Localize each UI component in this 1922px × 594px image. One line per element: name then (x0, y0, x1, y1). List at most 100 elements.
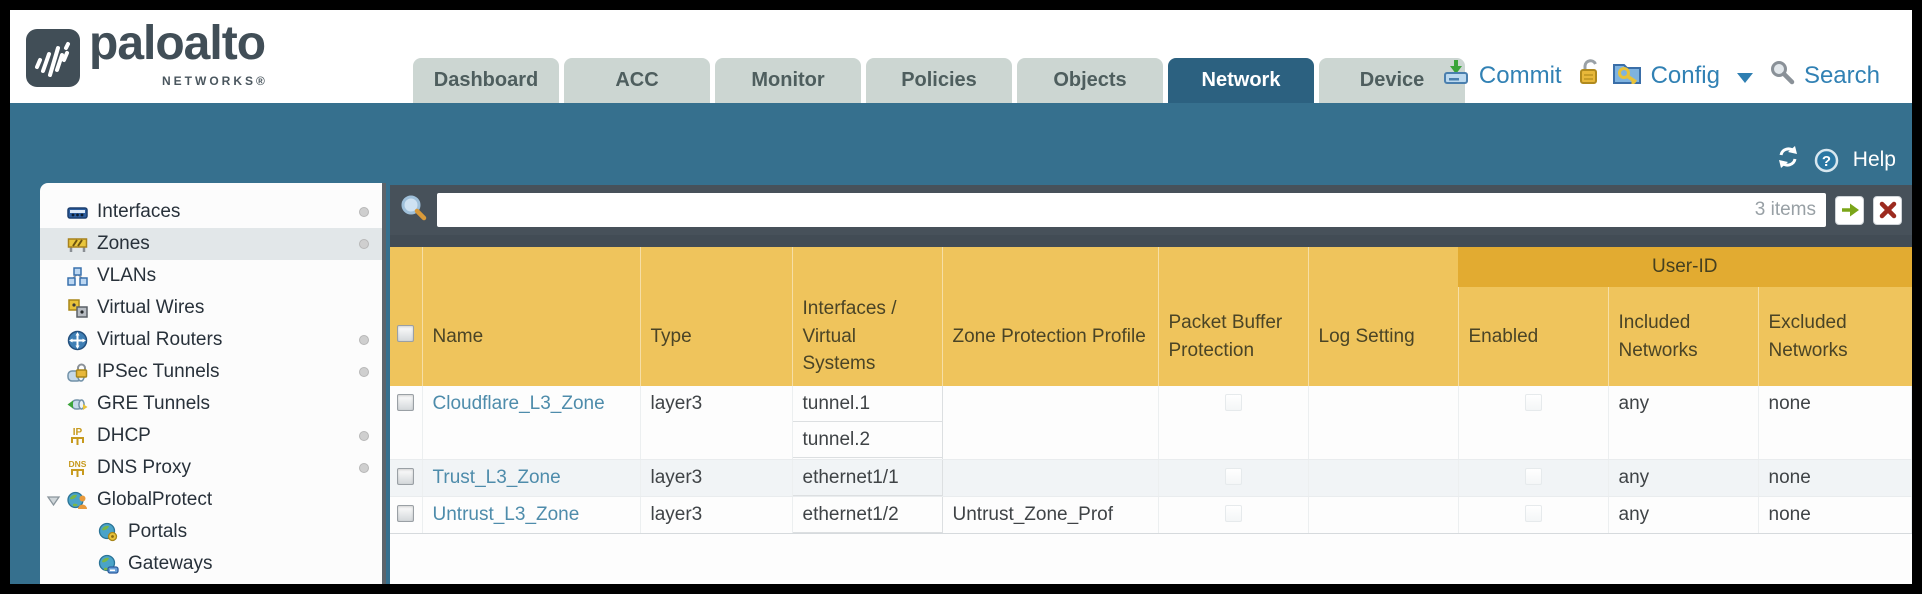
status-dot (359, 239, 369, 249)
sidebar-item-label: DHCP (97, 425, 151, 446)
zone-name-link[interactable]: Cloudflare_L3_Zone (432, 393, 605, 414)
sidebar-item-ipsec-tunnels[interactable]: IPSec Tunnels (40, 356, 382, 388)
included-networks: any (1608, 459, 1759, 497)
user-id-enabled-checkbox[interactable] (1524, 504, 1542, 522)
row-checkbox[interactable] (397, 504, 415, 522)
col-header-log-setting[interactable]: Log Setting (1307, 287, 1458, 386)
col-header-type[interactable]: Type (639, 287, 792, 386)
help-icon[interactable]: ? (1814, 148, 1839, 173)
row-checkbox[interactable] (397, 394, 415, 411)
sidebar-item-vlans[interactable]: VLANs (40, 260, 382, 292)
col-header-packet-buffer[interactable]: Packet Buffer Protection (1157, 287, 1308, 386)
search-button[interactable]: Search (1803, 61, 1880, 89)
gre-tunnels-icon (67, 394, 88, 415)
sidebar-item-label: Portals (128, 521, 188, 542)
tab-dashboard[interactable]: Dashboard (413, 58, 559, 103)
zone-name-link[interactable]: Trust_L3_Zone (432, 466, 561, 488)
commit-icon (1442, 58, 1470, 93)
packet-buffer-checkbox[interactable] (1224, 394, 1242, 411)
excluded-networks: none (1758, 459, 1912, 497)
included-networks: any (1608, 496, 1759, 534)
user-id-enabled-checkbox[interactable] (1524, 467, 1542, 485)
interface-cell: ethernet1/1 (792, 460, 942, 496)
expander-triangle-icon[interactable] (45, 492, 62, 509)
sidebar-item-zones[interactable]: Zones (40, 228, 382, 260)
packet-buffer-checkbox[interactable] (1224, 504, 1242, 522)
tab-objects[interactable]: Objects (1017, 58, 1163, 103)
lock-icon[interactable] (1577, 58, 1603, 93)
apply-filter-button[interactable] (1835, 195, 1864, 225)
globalprotect-icon (67, 490, 88, 511)
sidebar-item-dhcp[interactable]: IP DHCP (40, 420, 382, 452)
help-label[interactable]: Help (1852, 148, 1896, 171)
gateways-icon (98, 554, 119, 575)
tab-device[interactable]: Device (1319, 58, 1465, 103)
row-checkbox[interactable] (397, 467, 415, 485)
sidebar-item-label: IPSec Tunnels (97, 361, 220, 382)
user-id-enabled-checkbox[interactable] (1524, 394, 1542, 411)
log-setting (1308, 496, 1459, 534)
zone-type: layer3 (640, 459, 793, 497)
sidebar-item-gateways[interactable]: Gateways (40, 548, 382, 580)
table-row: Untrust_L3_Zone layer3 ethernet1/2 Untru… (390, 496, 1912, 534)
zone-interfaces: tunnel.1 tunnel.2 (792, 386, 943, 460)
virtual-wires-icon (67, 298, 88, 319)
zone-type: layer3 (640, 496, 793, 534)
zone-protection-profile: Untrust_Zone_Prof (942, 496, 1159, 534)
sidebar-item-portals[interactable]: Portals (40, 516, 382, 548)
excluded-networks: none (1758, 386, 1912, 460)
sidebar-item-label: VLANs (97, 265, 157, 286)
status-dot (359, 335, 369, 345)
excluded-networks: none (1758, 496, 1912, 534)
interface-cell: tunnel.2 (792, 422, 942, 458)
zone-interfaces: ethernet1/2 (792, 496, 943, 534)
tab-policies[interactable]: Policies (866, 58, 1012, 103)
paloalto-logo-icon (26, 29, 80, 87)
table-row: Trust_L3_Zone layer3 ethernet1/1 any non… (390, 459, 1912, 497)
col-header-interfaces[interactable]: Interfaces / Virtual Systems (791, 287, 942, 386)
sidebar-item-gre-tunnels[interactable]: GRE Tunnels (40, 388, 382, 420)
col-header-enabled[interactable]: Enabled (1457, 287, 1608, 386)
status-dot (359, 431, 369, 441)
sidebar-item-interfaces[interactable]: Interfaces (40, 196, 382, 228)
sidebar-item-globalprotect[interactable]: GlobalProtect (40, 484, 382, 516)
main-content: 3 items (390, 185, 1912, 584)
filter-bar: 3 items (390, 185, 1912, 235)
select-all-checkbox[interactable] (397, 324, 415, 342)
tab-monitor[interactable]: Monitor (715, 58, 861, 103)
sidebar-item-label: DNS Proxy (97, 457, 191, 478)
sidebar-item-label: Virtual Routers (97, 329, 223, 350)
search-icon (1770, 60, 1795, 92)
filter-input[interactable] (447, 199, 1755, 221)
sidebar-item-label: Interfaces (97, 201, 181, 222)
sidebar-item-dns-proxy[interactable]: DNS DNS Proxy (40, 452, 382, 484)
brand-sub: NETWORKS® (162, 74, 268, 88)
svg-text:DNS: DNS (69, 459, 87, 469)
table-row: Cloudflare_L3_Zone layer3 tunnel.1 tunne… (390, 386, 1912, 460)
chevron-down-icon[interactable] (1736, 72, 1753, 83)
status-dot (359, 463, 369, 473)
brand-name: paloalto (89, 17, 266, 70)
zone-protection-profile (942, 459, 1159, 497)
clear-filter-button[interactable] (1873, 195, 1902, 225)
status-dot (359, 367, 369, 377)
tab-acc[interactable]: ACC (564, 58, 710, 103)
commit-button[interactable]: Commit (1478, 61, 1562, 89)
config-button[interactable]: Config (1650, 61, 1720, 89)
col-header-zone-protection[interactable]: Zone Protection Profile (941, 287, 1158, 386)
zone-name-link[interactable]: Untrust_L3_Zone (432, 503, 580, 525)
refresh-icon[interactable] (1776, 145, 1800, 175)
header-checkbox-cell (390, 287, 422, 386)
tab-network[interactable]: Network (1168, 58, 1314, 103)
col-header-name[interactable]: Name (421, 287, 640, 386)
ipsec-tunnels-icon (67, 362, 88, 383)
filter-input-box: 3 items (437, 193, 1826, 227)
sidebar-item-virtual-routers[interactable]: Virtual Routers (40, 324, 382, 356)
packet-buffer-checkbox[interactable] (1224, 467, 1242, 485)
main-nav-tabs: Dashboard ACC Monitor Policies Objects N… (413, 58, 1465, 103)
col-header-excluded-networks[interactable]: Excluded Networks (1757, 287, 1912, 386)
sidebar-item-virtual-wires[interactable]: Virtual Wires (40, 292, 382, 324)
status-dot (359, 207, 369, 217)
col-header-included-networks[interactable]: Included Networks (1607, 287, 1758, 386)
config-icon (1612, 58, 1642, 93)
